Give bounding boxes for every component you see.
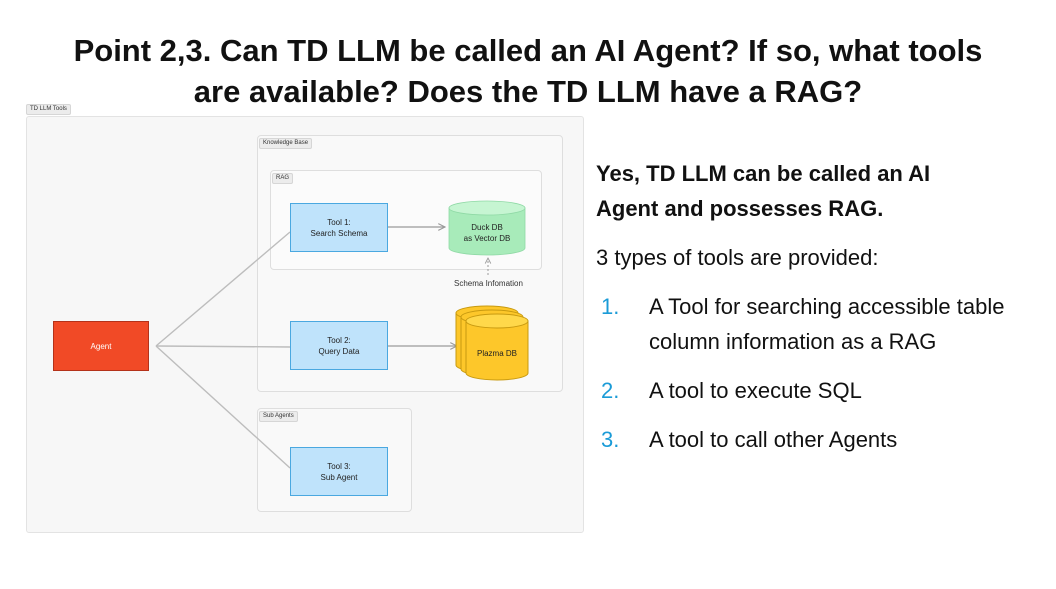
tool-list-item: 3. A tool to call other Agents bbox=[596, 422, 1026, 457]
tool-list: 1. A Tool for searching accessible table… bbox=[596, 289, 1026, 457]
list-number: 3. bbox=[601, 427, 620, 452]
plazma-db-label: Plazma DB bbox=[466, 343, 528, 363]
tool-list-item: 1. A Tool for searching accessible table… bbox=[596, 289, 1026, 359]
duck-db-label-line-1: Duck DB bbox=[471, 223, 503, 232]
rag-label: RAG bbox=[272, 173, 294, 184]
tool3-node: Tool 3: Sub Agent bbox=[290, 447, 388, 496]
agent-to-tool1-line bbox=[155, 231, 291, 347]
agent-to-tool3-line bbox=[155, 345, 291, 469]
schema-information-note: Schema Infomation bbox=[454, 279, 523, 288]
list-number: 2. bbox=[601, 378, 620, 403]
tools-diagram: Knowledge Base RAG Sub Agents Ag bbox=[26, 116, 584, 533]
agent-label: Agent bbox=[90, 341, 112, 351]
agent-to-tool2-line bbox=[155, 345, 291, 348]
tool2-node: Tool 2: Query Data bbox=[290, 321, 388, 370]
slide-title-line-2: are available? Does the TD LLM have a RA… bbox=[193, 74, 863, 109]
tool-list-item: 2. A tool to execute SQL bbox=[596, 373, 1026, 408]
diagram-connectors bbox=[155, 200, 529, 469]
slide-title: Point 2,3. Can TD LLM be called an AI Ag… bbox=[0, 30, 1056, 112]
plazma-db-cylinders bbox=[455, 305, 529, 381]
answer-lead-line-1: Yes, TD LLM can be called an AI bbox=[596, 161, 931, 186]
duck-db-label-line-2: as Vector DB bbox=[463, 234, 511, 243]
answer-panel: Yes, TD LLM can be called an AI Agent an… bbox=[596, 156, 1026, 471]
tool1-label-line-1: Tool 1: bbox=[327, 217, 351, 227]
list-item-text: A tool to execute SQL bbox=[649, 378, 862, 403]
slide-title-line-1: Point 2,3. Can TD LLM be called an AI Ag… bbox=[73, 33, 983, 68]
agent-node: Agent bbox=[53, 321, 149, 371]
duck-db-label: Duck DB as Vector DB bbox=[449, 217, 525, 249]
answer-lead-line-2: Agent and possesses RAG. bbox=[596, 196, 884, 221]
tool2-label-line-2: Query Data bbox=[318, 346, 360, 356]
diagram-frame-label: TD LLM Tools bbox=[26, 104, 71, 115]
answer-lead: Yes, TD LLM can be called an AI Agent an… bbox=[596, 156, 1026, 226]
duck-db-cylinder bbox=[448, 200, 526, 256]
tool3-label-line-2: Sub Agent bbox=[320, 472, 358, 482]
tool3-label-line-1: Tool 3: bbox=[327, 461, 351, 471]
tool1-label-line-2: Search Schema bbox=[310, 228, 368, 238]
plazma-db-label-text: Plazma DB bbox=[476, 348, 517, 358]
sub-agents-label: Sub Agents bbox=[259, 411, 298, 422]
list-item-text: A Tool for searching accessible table co… bbox=[649, 294, 1005, 354]
answer-intro: 3 types of tools are provided: bbox=[596, 245, 879, 270]
list-number: 1. bbox=[601, 294, 620, 319]
knowledge-base-label: Knowledge Base bbox=[259, 138, 313, 149]
list-item-text: A tool to call other Agents bbox=[649, 427, 898, 452]
tool1-node: Tool 1: Search Schema bbox=[290, 203, 388, 252]
tool2-label-line-1: Tool 2: bbox=[327, 335, 351, 345]
